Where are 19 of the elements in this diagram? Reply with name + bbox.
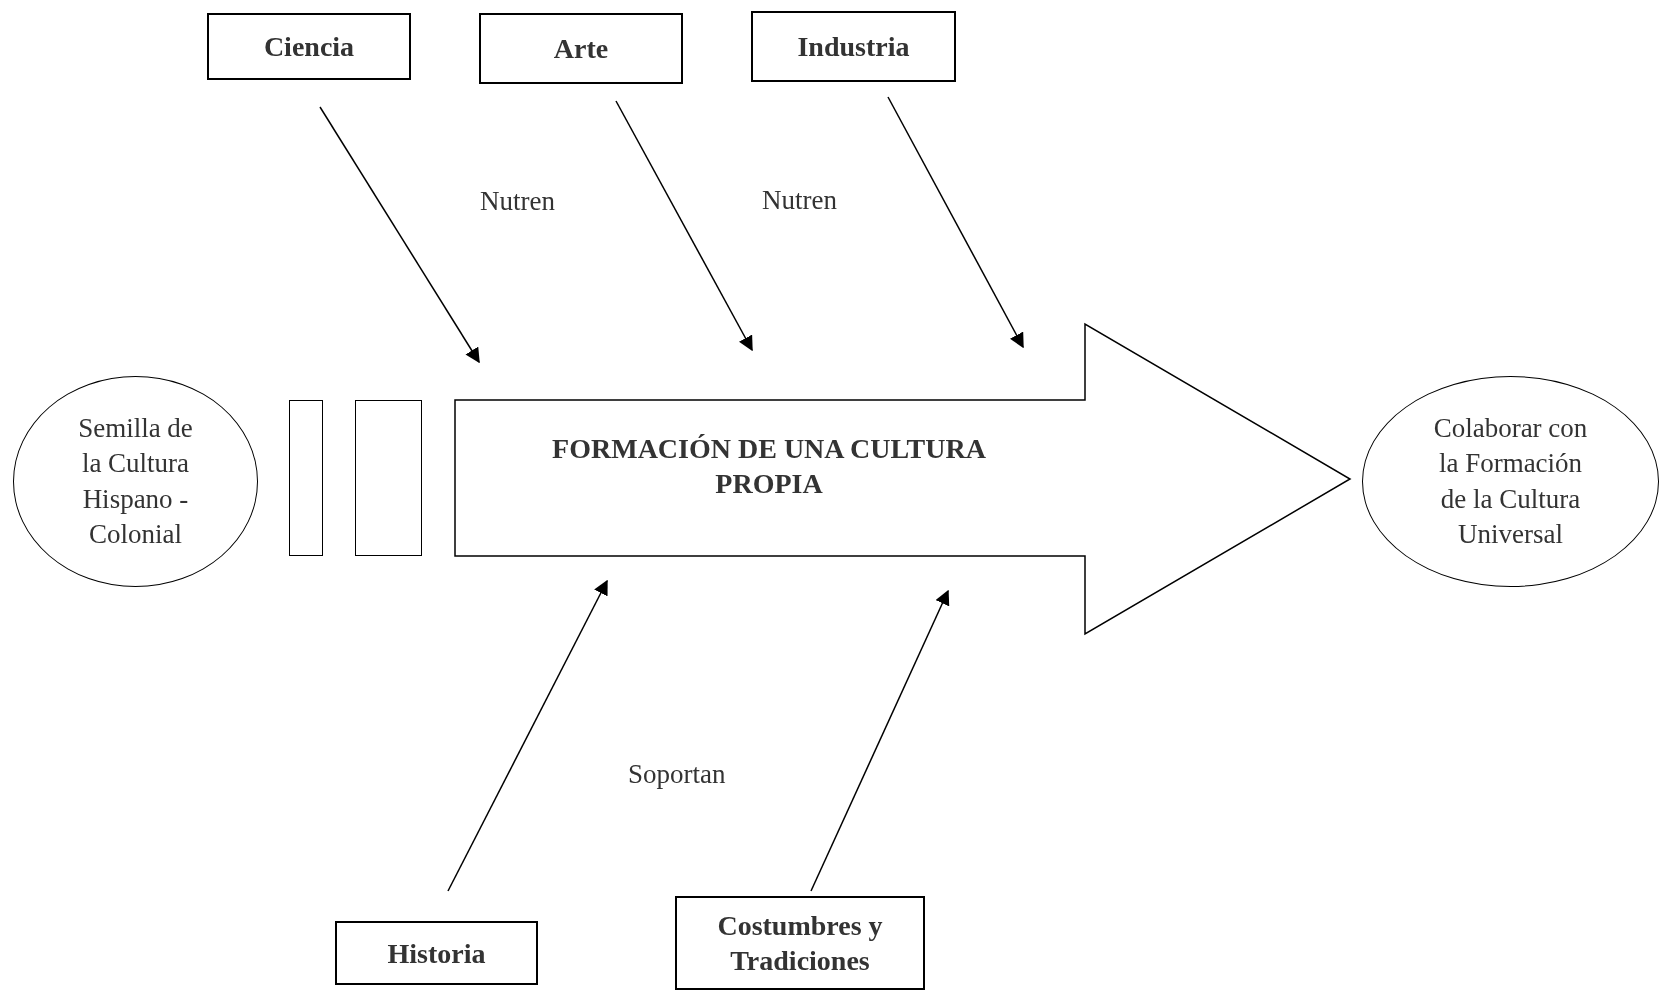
- empty-box: [289, 400, 323, 556]
- arrow: [887, 96, 1024, 349]
- arrow: [810, 589, 950, 892]
- label-box: Industria: [751, 11, 956, 82]
- label-box: Arte: [479, 13, 683, 84]
- relation-label: Nutren: [480, 186, 555, 217]
- empty-box: [355, 400, 422, 556]
- relation-label: Nutren: [762, 185, 837, 216]
- label-box: Ciencia: [207, 13, 411, 80]
- ellipse-node: Semilla de la Cultura Hispano - Colonial: [13, 376, 258, 587]
- block-arrow-shape: [454, 323, 1351, 635]
- label-box: Costumbres y Tradiciones: [675, 896, 925, 990]
- relation-label: Soportan: [628, 759, 726, 790]
- label-box: Historia: [335, 921, 538, 985]
- ellipse-node: Colaborar con la Formación de la Cultura Universal: [1362, 376, 1659, 587]
- arrow: [447, 579, 608, 892]
- arrow-title: FORMACIÓN DE UNA CULTURA PROPIA: [551, 432, 987, 501]
- arrow: [319, 106, 480, 364]
- arrow: [615, 100, 753, 352]
